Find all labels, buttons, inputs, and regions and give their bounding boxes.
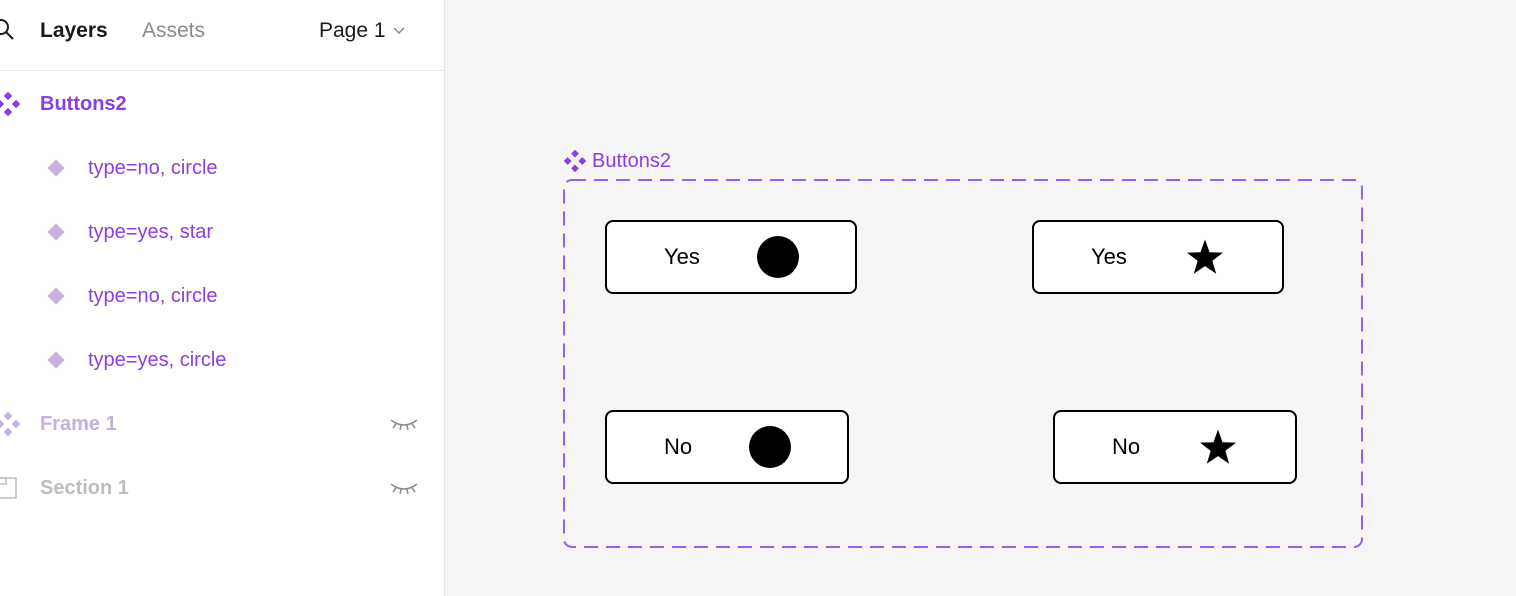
button-label: No bbox=[1112, 434, 1141, 459]
layer-row-frame-1[interactable]: Frame 1 bbox=[0, 392, 444, 456]
circle-icon bbox=[757, 236, 799, 278]
layer-row-variant[interactable]: type=no, circle bbox=[0, 264, 444, 328]
layer-row-section-1[interactable]: Section 1 bbox=[0, 456, 444, 520]
eye-closed-icon[interactable] bbox=[388, 480, 420, 496]
layer-row-variant[interactable]: type=yes, circle bbox=[0, 328, 444, 392]
star-icon bbox=[1199, 429, 1237, 464]
layer-row-buttons2[interactable]: Buttons2 bbox=[0, 72, 444, 136]
chevron-down-icon bbox=[393, 27, 405, 35]
layer-row-variant[interactable]: type=yes, star bbox=[0, 200, 444, 264]
layer-label: Buttons2 bbox=[40, 93, 127, 115]
page-select[interactable]: Page 1 bbox=[319, 17, 406, 45]
layer-label: Section 1 bbox=[40, 477, 129, 499]
button-no-star[interactable]: No bbox=[1053, 410, 1297, 484]
layer-label: Frame 1 bbox=[40, 413, 117, 435]
frame-dashed-border bbox=[563, 179, 1363, 548]
component-variant-icon bbox=[47, 223, 65, 241]
eye-closed-icon[interactable] bbox=[388, 416, 420, 432]
frame-label[interactable]: Buttons2 bbox=[564, 148, 671, 174]
button-no-circle[interactable]: No bbox=[605, 410, 849, 484]
layer-label: type=no, circle bbox=[88, 285, 218, 307]
frame-label-text: Buttons2 bbox=[592, 150, 671, 172]
component-set-icon bbox=[0, 92, 20, 116]
layers-panel: Layers Assets Page 1 Buttons2 type=no, c… bbox=[0, 0, 445, 596]
page-select-label: Page 1 bbox=[319, 19, 386, 42]
layer-label: type=no, circle bbox=[88, 157, 218, 179]
tab-layers[interactable]: Layers bbox=[40, 19, 108, 42]
button-yes-circle[interactable]: Yes bbox=[605, 220, 857, 294]
layer-label: type=yes, circle bbox=[88, 349, 227, 371]
circle-icon bbox=[749, 426, 791, 468]
button-yes-star[interactable]: Yes bbox=[1032, 220, 1284, 294]
section-icon bbox=[0, 477, 17, 499]
design-canvas[interactable]: Buttons2 Yes Yes No No bbox=[445, 0, 1516, 596]
button-label: No bbox=[664, 434, 693, 459]
component-variant-icon bbox=[47, 159, 65, 177]
tab-assets[interactable]: Assets bbox=[142, 19, 206, 42]
layer-row-variant[interactable]: type=no, circle bbox=[0, 136, 444, 200]
component-variant-icon bbox=[47, 287, 65, 305]
component-set-icon bbox=[564, 150, 586, 172]
button-label: Yes bbox=[664, 244, 700, 269]
layer-label: type=yes, star bbox=[88, 221, 214, 243]
search-icon[interactable] bbox=[0, 18, 16, 42]
component-set-icon bbox=[0, 412, 20, 436]
panel-header: Layers Assets Page 1 bbox=[0, 0, 444, 71]
component-set-frame[interactable] bbox=[563, 179, 1363, 548]
button-label: Yes bbox=[1091, 244, 1127, 269]
component-variant-icon bbox=[47, 351, 65, 369]
star-icon bbox=[1186, 239, 1224, 274]
